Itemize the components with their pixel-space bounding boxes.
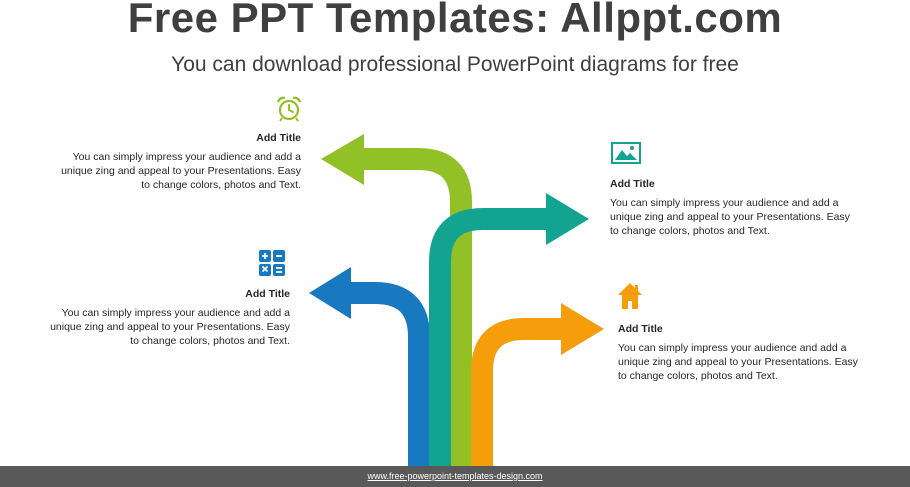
- footer-bar: www.free-powerpoint-templates-design.com: [0, 466, 910, 487]
- block-title: Add Title: [618, 323, 663, 335]
- text-block-bottom-right: Add Title You can simply impress your au…: [618, 322, 863, 383]
- arrow-green: [364, 148, 472, 466]
- text-block-top-right: Add Title You can simply impress your au…: [610, 177, 855, 238]
- block-body: You can simply impress your audience and…: [610, 197, 850, 237]
- alarm-clock-icon: [276, 96, 302, 122]
- arrowhead-orange: [561, 303, 604, 355]
- arrowhead-teal: [546, 193, 589, 245]
- footer-link[interactable]: www.free-powerpoint-templates-design.com: [367, 471, 543, 481]
- arrowhead-blue: [309, 267, 351, 319]
- arrow-teal: [429, 208, 546, 466]
- arrowhead-green: [321, 134, 364, 185]
- block-title: Add Title: [610, 178, 655, 190]
- arrow-blue: [351, 282, 430, 466]
- home-icon: [618, 283, 642, 309]
- block-title: Add Title: [256, 132, 301, 144]
- text-block-bottom-left: Add Title You can simply impress your au…: [48, 287, 290, 348]
- block-body: You can simply impress your audience and…: [61, 151, 301, 191]
- page-subtitle: You can download professional PowerPoint…: [171, 53, 739, 76]
- arrow-orange: [471, 318, 561, 466]
- block-body: You can simply impress your audience and…: [50, 307, 290, 347]
- text-block-top-left: Add Title You can simply impress your au…: [60, 131, 301, 192]
- block-title: Add Title: [245, 288, 290, 300]
- block-body: You can simply impress your audience and…: [618, 342, 858, 382]
- calculator-icon: [259, 250, 285, 276]
- image-icon: [611, 142, 641, 164]
- page-title: Free PPT Templates: Allppt.com: [127, 0, 783, 41]
